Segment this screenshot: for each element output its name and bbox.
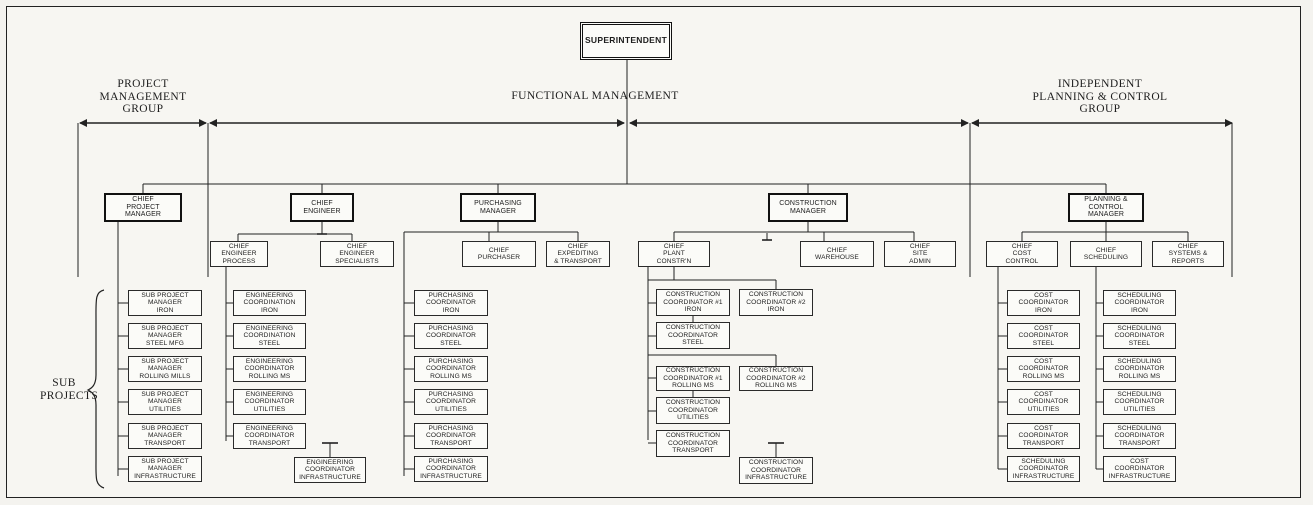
sub-project-manager-box: SUB PROJECT MANAGER ROLLING MILLS xyxy=(128,356,202,382)
chief-cost-control-box: CHIEF COST CONTROL xyxy=(986,241,1058,267)
chief-site-admin-box: CHIEF SITE ADMIN xyxy=(884,241,956,267)
engineering-coordinator-box: ENGINEERING COORDINATION IRON xyxy=(233,290,306,316)
scheduling-coordinator-box: SCHEDULING COORDINATOR ROLLING MS xyxy=(1103,356,1176,382)
purchasing-coordinator-box: PURCHASING COORDINATOR INFRASTRUCTURE xyxy=(414,456,488,482)
cost-coordinator-box: COST COORDINATOR IRON xyxy=(1007,290,1080,316)
chief-scheduling-box: CHIEF SCHEDULING xyxy=(1070,241,1142,267)
sub-project-manager-box: SUB PROJECT MANAGER STEEL MFG xyxy=(128,323,202,349)
purchasing-coordinator-box: PURCHASING COORDINATOR UTILITIES xyxy=(414,389,488,415)
construction-manager-box: CONSTRUCTION MANAGER xyxy=(768,193,848,222)
construction-coordinator-box: CONSTRUCTION COORDINATOR #1 IRON xyxy=(656,289,730,316)
cost-coordinator-box: COST COORDINATOR INFRASTRUCTURE xyxy=(1103,456,1176,482)
chief-systems-reports-box: CHIEF SYSTEMS & REPORTS xyxy=(1152,241,1224,267)
cost-coordinator-box: COST COORDINATOR STEEL xyxy=(1007,323,1080,349)
sub-project-manager-box: SUB PROJECT MANAGER INFRASTRUCTURE xyxy=(128,456,202,482)
chief-expediting-transport-box: CHIEF EXPEDITING & TRANSPORT xyxy=(546,241,610,267)
sub-projects-brace xyxy=(86,289,105,489)
sub-project-manager-box: SUB PROJECT MANAGER TRANSPORT xyxy=(128,423,202,449)
chief-project-manager-box: CHIEF PROJECT MANAGER xyxy=(104,193,182,222)
cost-coordinator-box: COST COORDINATOR ROLLING MS xyxy=(1007,356,1080,382)
purchasing-coordinator-box: PURCHASING COORDINATOR STEEL xyxy=(414,323,488,349)
project-management-group-label: PROJECT MANAGEMENT GROUP xyxy=(99,78,187,115)
chief-engineer-process-box: CHIEF ENGINEER PROCESS xyxy=(210,241,268,267)
construction-coordinator-box: CONSTRUCTION COORDINATOR TRANSPORT xyxy=(656,430,730,457)
sub-project-manager-box: SUB PROJECT MANAGER IRON xyxy=(128,290,202,316)
scheduling-coordinator-box: SCHEDULING COORDINATOR INFRASTRUCTURE xyxy=(1007,456,1080,482)
sub-project-manager-box: SUB PROJECT MANAGER UTILITIES xyxy=(128,389,202,415)
construction-coordinator-box: CONSTRUCTION COORDINATOR #2 ROLLING MS xyxy=(739,366,813,391)
superintendent-box: SUPERINTENDENT xyxy=(580,22,672,60)
sub-projects-label: SUB PROJECTS xyxy=(40,377,99,402)
construction-coordinator-box: CONSTRUCTION COORDINATOR #2 IRON xyxy=(739,289,813,316)
construction-coordinator-box: CONSTRUCTION COORDINATOR UTILITIES xyxy=(656,397,730,424)
chief-plant-construction-box: CHIEF PLANT CONSTR'N xyxy=(638,241,710,267)
chief-purchaser-box: CHIEF PURCHASER xyxy=(462,241,536,267)
construction-coordinator-box: CONSTRUCTION COORDINATOR STEEL xyxy=(656,322,730,349)
chief-warehouse-box: CHIEF WAREHOUSE xyxy=(800,241,874,267)
scheduling-coordinator-box: SCHEDULING COORDINATOR STEEL xyxy=(1103,323,1176,349)
scheduling-coordinator-box: SCHEDULING COORDINATOR TRANSPORT xyxy=(1103,423,1176,449)
planning-control-manager-box: PLANNING & CONTROL MANAGER xyxy=(1068,193,1144,222)
cost-coordinator-box: COST COORDINATOR UTILITIES xyxy=(1007,389,1080,415)
engineering-coordinator-box: ENGINEERING COORDINATOR UTILITIES xyxy=(233,389,306,415)
purchasing-coordinator-box: PURCHASING COORDINATOR ROLLING MS xyxy=(414,356,488,382)
chief-engineer-box: CHIEF ENGINEER xyxy=(290,193,354,222)
construction-coordinator-box: CONSTRUCTION COORDINATOR INFRASTRUCTURE xyxy=(739,457,813,484)
engineering-coordinator-box: ENGINEERING COORDINATOR ROLLING MS xyxy=(233,356,306,382)
engineering-coordinator-box: ENGINEERING COORDINATION STEEL xyxy=(233,323,306,349)
planning-control-group-label: INDEPENDENT PLANNING & CONTROL GROUP xyxy=(1032,78,1168,115)
cost-coordinator-box: COST COORDINATOR TRANSPORT xyxy=(1007,423,1080,449)
engineering-coordinator-box: ENGINEERING COORDINATOR TRANSPORT xyxy=(233,423,306,449)
chief-engineer-specialists-box: CHIEF ENGINEER SPECIALISTS xyxy=(320,241,394,267)
scheduling-coordinator-box: SCHEDULING COORDINATOR UTILITIES xyxy=(1103,389,1176,415)
scheduling-coordinator-box: SCHEDULING COORDINATOR IRON xyxy=(1103,290,1176,316)
construction-coordinator-box: CONSTRUCTION COORDINATOR #1 ROLLING MS xyxy=(656,366,730,391)
purchasing-coordinator-box: PURCHASING COORDINATOR IRON xyxy=(414,290,488,316)
purchasing-coordinator-box: PURCHASING COORDINATOR TRANSPORT xyxy=(414,423,488,449)
purchasing-manager-box: PURCHASING MANAGER xyxy=(460,193,536,222)
engineering-coordinator-box: ENGINEERING COORDINATOR INFRASTRUCTURE xyxy=(294,457,366,483)
functional-management-label: FUNCTIONAL MANAGEMENT xyxy=(511,90,679,102)
